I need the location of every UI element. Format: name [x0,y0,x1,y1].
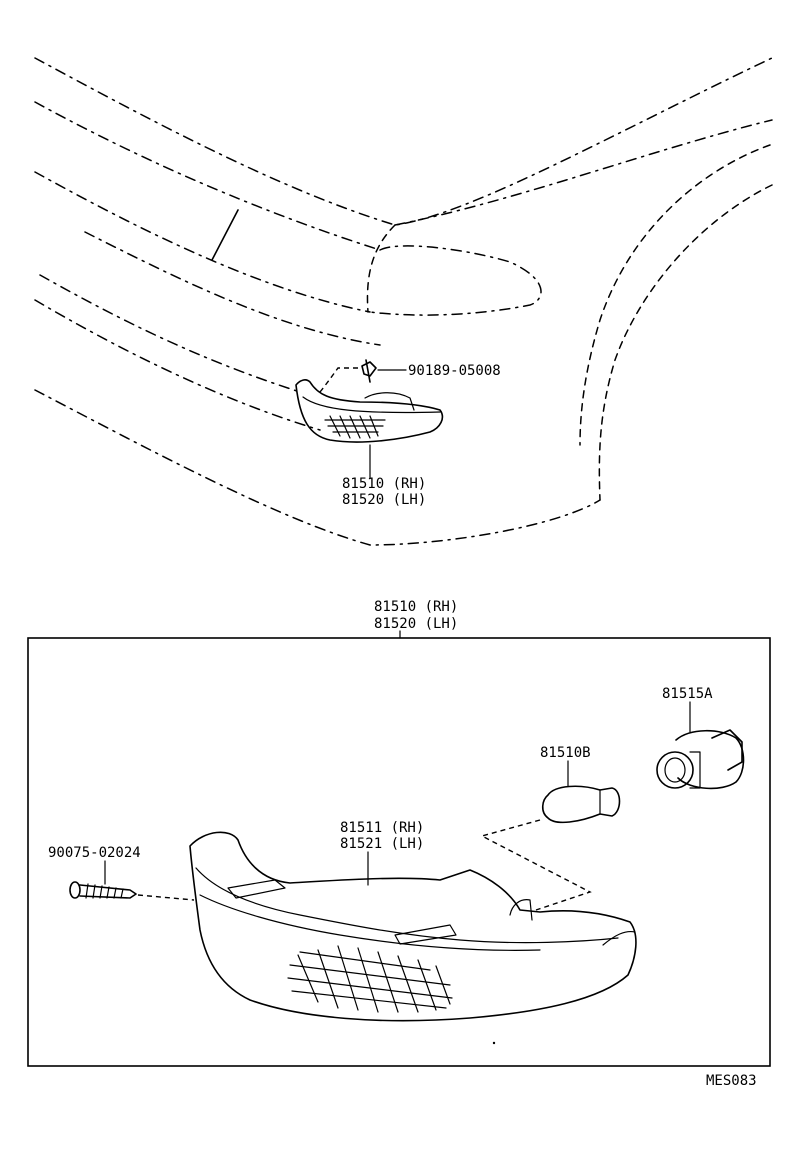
vehicle-front-outline [34,57,773,546]
bulb-icon [541,785,621,824]
lens-lh-label: 81521 (LH) [340,836,424,852]
screw-icon [69,881,137,899]
screw-part-label: 90075-02024 [48,845,141,861]
clip-icon [361,359,377,383]
lamp-lh-label-top: 81520 (LH) [342,492,426,508]
bulb-part-label: 81510B [540,745,591,761]
lens-rh-label: 81511 (RH) [340,820,424,836]
bulb-socket-icon [656,729,745,790]
clip-part-label: 90189-05008 [408,363,501,379]
lamp-rh-label-top: 81510 (RH) [342,476,426,492]
lens-grid [287,945,453,1013]
assembly-rh-label: 81510 (RH) [374,599,458,615]
corner-lamp-on-vehicle [295,367,444,443]
assembly-lh-label: 81520 (LH) [374,616,458,632]
corner-lamp-assembly [189,831,637,1022]
assembly-frame [27,637,771,1067]
socket-part-label: 81515A [662,686,713,702]
figure-code: MES083 [706,1073,757,1089]
